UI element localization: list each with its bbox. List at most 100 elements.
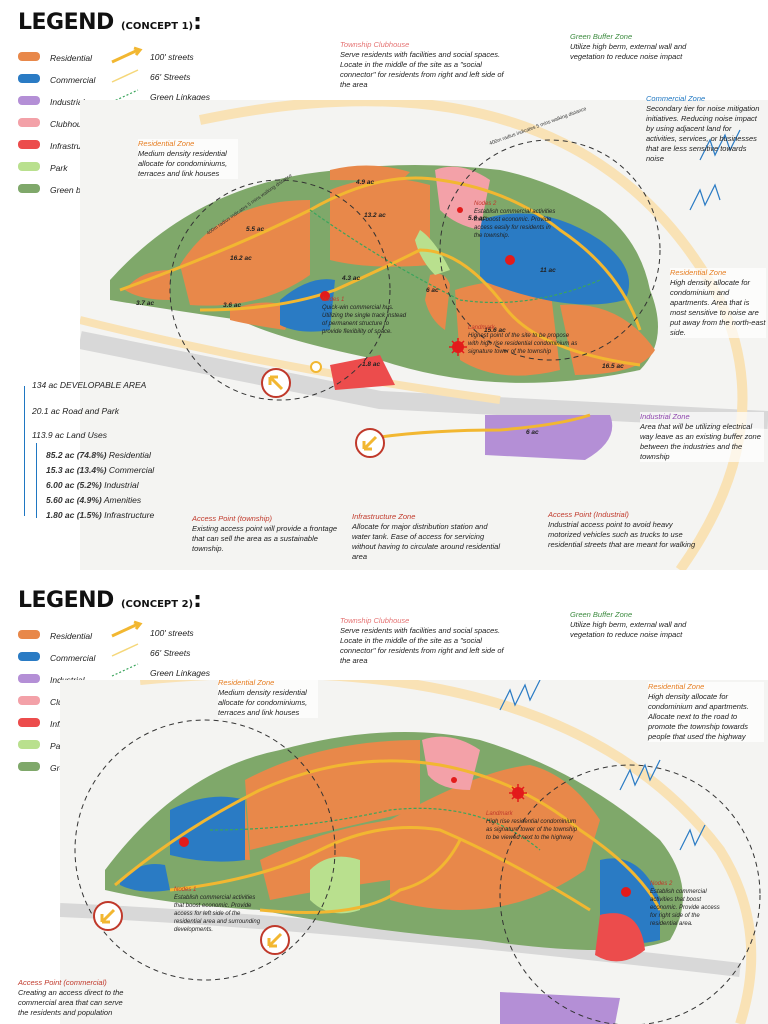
note-access-township: Access Point (township) Existing access … — [192, 514, 342, 554]
area-label: 5.5 ac — [246, 226, 264, 233]
area-label: 6 ac — [526, 429, 539, 436]
green-buffer-swatch — [18, 762, 40, 771]
note-heading: Township Clubhouse — [340, 616, 410, 625]
land-use-row: 1.80 ac (1.5%) Infrastructure — [46, 510, 155, 520]
note-access-industrial: Access Point (Industrial) Industrial acc… — [548, 510, 698, 550]
note-heading: Nodes 2 — [650, 881, 673, 887]
note-heading: Residential Zone — [670, 268, 727, 277]
residential-swatch — [18, 630, 40, 639]
legend-subtitle: (CONCEPT 2) — [120, 599, 194, 610]
note-heading: Commercial Zone — [646, 94, 706, 103]
note-landmark: Landmark High rise residential condomini… — [486, 810, 582, 842]
legend-label: Commercial — [50, 653, 96, 663]
area-label: 5.6 ac — [468, 215, 486, 222]
clubhouse-swatch — [18, 118, 40, 127]
note-heading: Green Buffer Zone — [570, 32, 633, 41]
legend-colon: : — [193, 588, 202, 613]
note-residential-left: Residential Zone Medium density resident… — [218, 678, 318, 718]
note-residential-right: Residential Zone High density allocate f… — [648, 682, 764, 742]
residential-swatch — [18, 52, 40, 61]
legend-label: Residential — [50, 53, 93, 63]
industrial-swatch — [18, 674, 40, 683]
note-infrastructure: Infrastructure Zone Allocate for major d… — [352, 512, 502, 562]
note-body: High rise residential condominium as sig… — [486, 819, 578, 841]
land-use-row: 15.3 ac (13.4%) Commercial — [46, 465, 155, 475]
legend-item: Clubhouse — [18, 114, 100, 136]
commercial-swatch — [18, 652, 40, 661]
note-body: Medium density residential allocate for … — [218, 688, 308, 717]
note-commercial: Commercial Zone Secondary tier for noise… — [646, 94, 764, 164]
note-heading: Township Clubhouse — [340, 40, 410, 49]
area-label: 1.8 ac — [362, 361, 380, 368]
note-green-buffer: Green Buffer Zone Utilize high berm, ext… — [570, 32, 720, 62]
area-label: 16.2 ac — [230, 255, 252, 262]
legend-item: Industrial — [18, 92, 100, 114]
park-swatch — [18, 162, 40, 171]
legend-swatches-concept1: Residential Commercial Industrial Clubho… — [18, 48, 100, 202]
note-nodes1: Nodes 1 Quick-win commercial hus. Utiliz… — [322, 296, 408, 336]
street66-label: 66' Streets — [150, 72, 191, 82]
legend-label: Park — [50, 741, 68, 751]
note-heading: Residential Zone — [218, 678, 275, 687]
note-residential-right: Residential Zone High density allocate f… — [670, 268, 766, 338]
note-heading: Access Point (township) — [192, 514, 273, 523]
legend-heading: LEGEND — [18, 10, 114, 35]
note-body: Establish commercial activities that boo… — [650, 889, 720, 927]
area-label: 11 ac — [540, 267, 556, 274]
legend-label: Park — [50, 163, 68, 173]
note-body: High density allocate for condominium an… — [670, 278, 766, 337]
note-body: Medium density residential allocate for … — [138, 149, 228, 178]
area-label: 6 ac — [426, 287, 439, 294]
area-label: 4.9 ac — [355, 179, 374, 186]
legend-item: Commercial — [18, 648, 100, 670]
area-label: 3.6 ac — [223, 302, 241, 309]
legend-item: Park — [18, 736, 100, 758]
note-heading: Landmark — [486, 811, 513, 817]
note-body: Highest point of the site to be propose … — [468, 333, 578, 355]
street-lines-legend — [111, 620, 143, 677]
note-landmark: Landmark Highest point of the site to be… — [468, 324, 580, 356]
note-heading: Residential Zone — [648, 682, 705, 691]
legend-item: Residential — [18, 626, 100, 648]
note-heading: Industrial Zone — [640, 412, 690, 421]
landmark-icon — [449, 338, 467, 356]
area-label: 15.6 ac — [484, 327, 506, 334]
note-clubhouse: Township Clubhouse Serve residents with … — [340, 616, 505, 666]
legend-title-concept1: LEGEND (CONCEPT 1): — [18, 10, 202, 35]
note-body: Establish commercial activities that boo… — [174, 895, 261, 933]
note-industrial: Industrial Zone Area that will be utiliz… — [640, 412, 764, 462]
land-use-row: 5.60 ac (4.9%) Amenities — [46, 495, 142, 505]
linkage-label: Green Linkages — [150, 92, 211, 102]
note-body: Serve residents with facilities and soci… — [340, 626, 504, 665]
legend-label: Industrial — [50, 97, 85, 107]
legend-label: Residential — [50, 631, 93, 641]
note-body: Existing access point will provide a fro… — [192, 524, 338, 553]
note-heading: Access Point (Industrial) — [548, 510, 629, 519]
note-nodes2: Nodes 2 Establish commercial activities … — [474, 200, 560, 240]
note-body: Creating an access direct to the commerc… — [18, 988, 124, 1017]
area-label: 3.7 ac — [136, 300, 154, 307]
legend-item: Green buffer — [18, 180, 100, 202]
area-label: 13.2 ac — [364, 212, 386, 219]
note-body: Secondary tier for noise mitigation init… — [646, 104, 760, 163]
legend-item: Infrastructure — [18, 136, 100, 158]
infrastructure-swatch — [18, 140, 40, 149]
note-body: Quick-win commercial hus. Utilizing the … — [322, 305, 407, 335]
note-body: Establish commercial activities that boo… — [474, 209, 556, 239]
note-body: Serve residents with facilities and soci… — [340, 50, 504, 89]
industrial-swatch — [18, 96, 40, 105]
note-residential-left: Residential Zone Medium density resident… — [138, 139, 238, 179]
linkage-label: Green Linkages — [150, 668, 211, 678]
street66-label: 66' Streets — [150, 648, 191, 658]
legend-item: Park — [18, 158, 100, 180]
area-label: 16.5 ac — [602, 363, 624, 370]
clubhouse-swatch — [18, 696, 40, 705]
note-body: Industrial access point to avoid heavy m… — [548, 520, 696, 549]
note-heading: Landmark — [468, 325, 495, 331]
legend-label: Clubhouse — [50, 119, 91, 129]
legend-item: Commercial — [18, 70, 100, 92]
road-park-area: 20.1 ac Road and Park — [32, 406, 119, 416]
street100-label: 100' streets — [150, 628, 194, 638]
land-use-row: 6.00 ac (5.2%) Industrial — [46, 480, 139, 490]
note-body: Utilize high berm, external wall and veg… — [570, 42, 687, 61]
